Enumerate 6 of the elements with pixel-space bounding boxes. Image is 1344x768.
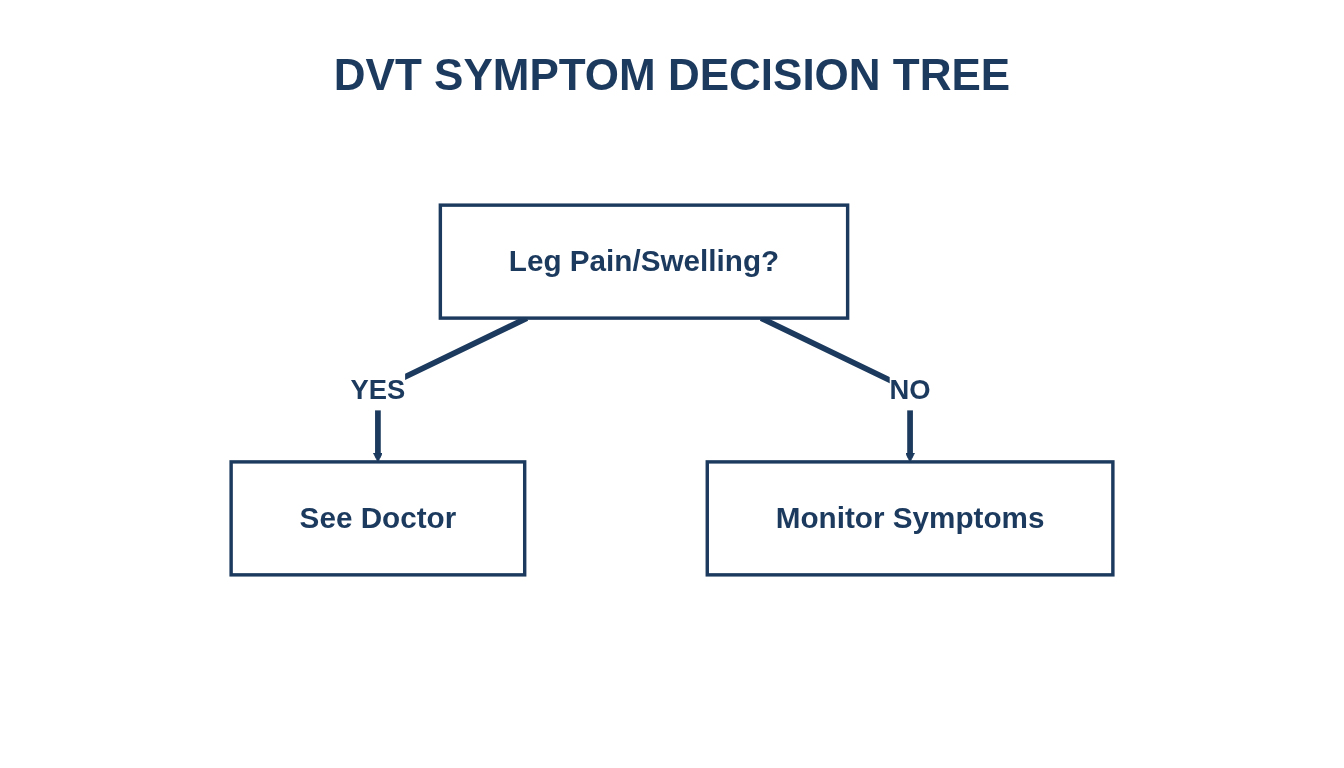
node-box: Leg Pain/Swelling? [438, 203, 850, 320]
node-box: See Doctor [229, 460, 527, 577]
diagram-title: DVT SYMPTOM DECISION TREE [332, 50, 1012, 100]
edge-label: NO [889, 374, 931, 405]
edge-label: YES [350, 374, 406, 405]
node-box: Monitor Symptoms [705, 460, 1115, 577]
